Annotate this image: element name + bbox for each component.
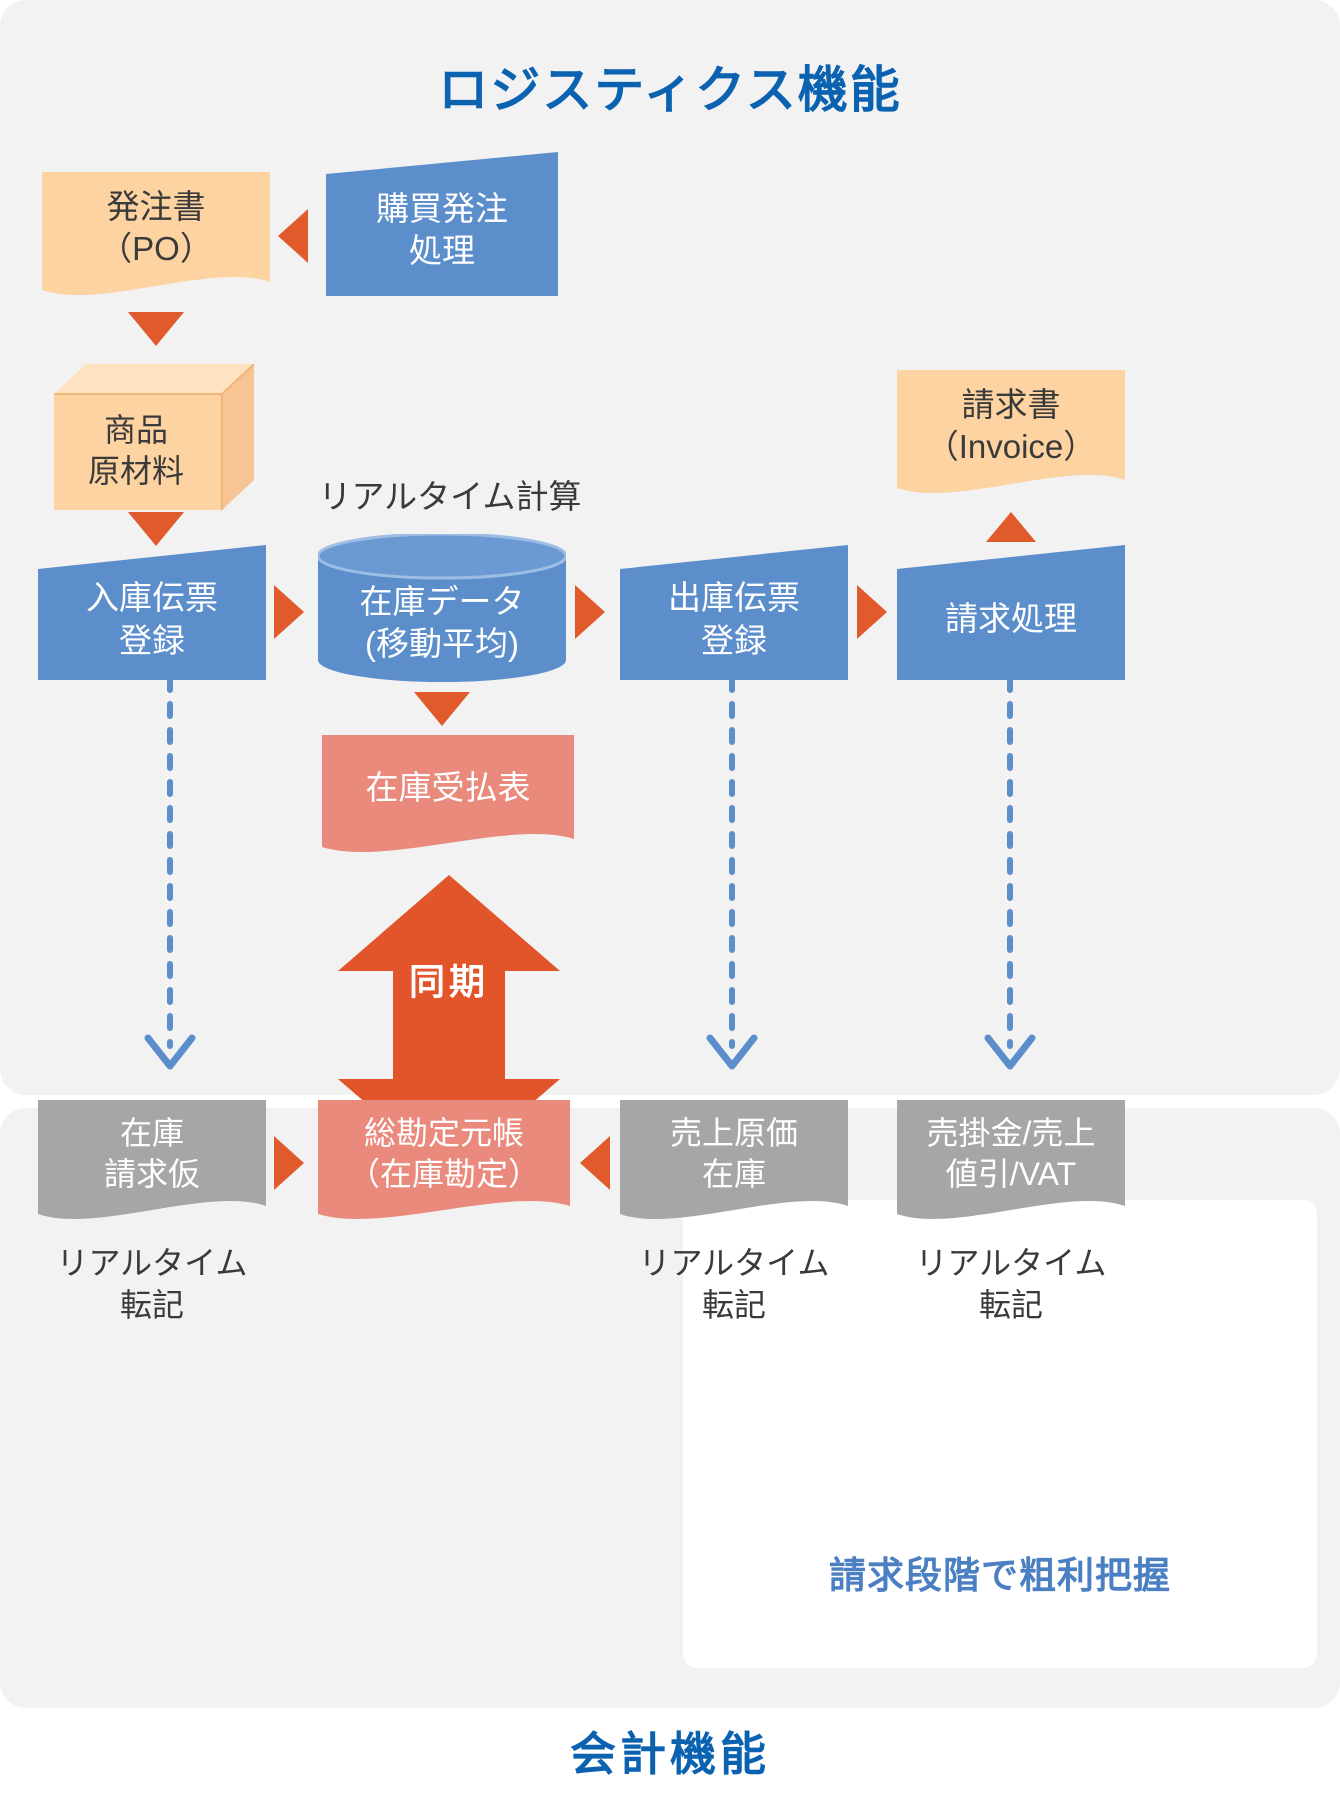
accounting-box-3[interactable]: 売掛金/売上 値引/VAT [897,1100,1125,1226]
arrow-right-box0-to-ledger [274,1136,304,1190]
arrow-left-purchase-to-po [278,209,308,263]
dashed-connector-goods-receipt [144,678,196,1070]
purchase-order-document[interactable]: 発注書 （PO） [42,172,270,300]
accounting-box-1[interactable]: 総勘定元帳 （在庫勘定） [318,1100,570,1226]
purchase-order-process[interactable]: 購買発注 処理 [326,152,558,296]
sync-label: 同期 [408,961,489,1002]
gross-profit-panel [683,1200,1317,1668]
arrow-down-po-to-goods [128,312,184,346]
inventory-report-document[interactable]: 在庫受払表 [322,735,574,859]
logistics-title: ロジスティクス機能 [438,62,902,118]
billing-process[interactable]: 請求処理 [897,545,1125,680]
accounting-note-0: リアルタイム 転記 [56,1245,248,1323]
invoice-document[interactable]: 請求書 （Invoice） [897,370,1125,498]
arrow-up-billing-to-invoice [986,512,1036,542]
dashed-connector-goods-issue [706,678,758,1070]
inventory-data-store[interactable]: 在庫データ (移動平均) [318,534,566,682]
arrow-down-goods-to-receipt [128,512,184,546]
arrow-down-data-to-report [414,692,470,726]
realtime-calc-label: リアルタイム計算 [318,478,582,515]
arrow-left-box2-to-ledger [580,1136,610,1190]
goods-receipt-process[interactable]: 入庫伝票 登録 [38,545,266,680]
goods-issue-process[interactable]: 出庫伝票 登録 [620,545,848,680]
goods-material-box[interactable]: 商品 原材料 [54,364,254,510]
gross-profit-label: 請求段階で粗利把握 [829,1555,1171,1596]
accounting-box-2[interactable]: 売上原価 在庫 [620,1100,848,1226]
dashed-connector-billing [984,678,1036,1070]
arrow-right-receipt-to-data [274,585,304,639]
arrow-right-data-to-issue [575,585,605,639]
accounting-note-3: リアルタイム 転記 [915,1245,1107,1323]
accounting-box-0[interactable]: 在庫 請求仮 [38,1100,266,1226]
accounting-title: 会計機能 [570,1728,770,1780]
accounting-note-2: リアルタイム 転記 [638,1245,830,1323]
arrow-right-issue-to-billing [857,585,887,639]
